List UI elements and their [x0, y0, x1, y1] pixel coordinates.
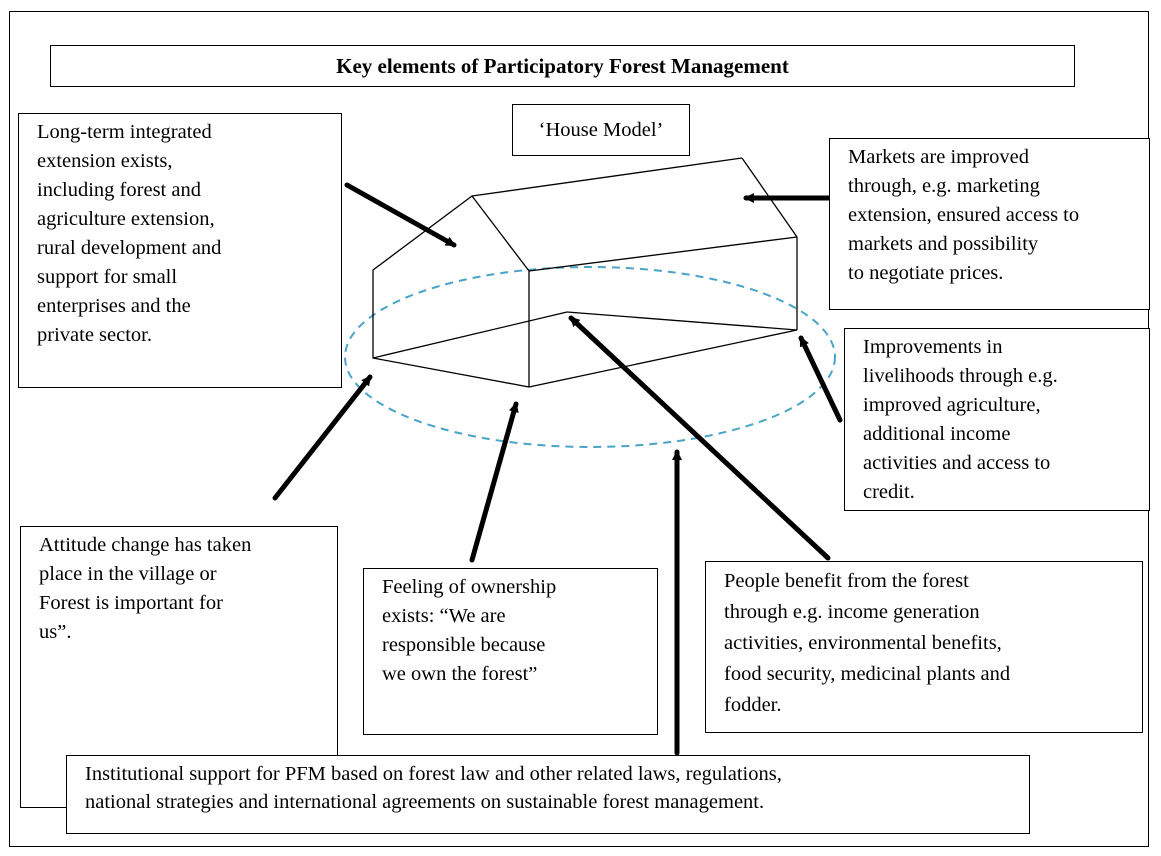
house-shape: [372, 157, 798, 388]
house-model-label: ‘House Model’: [512, 104, 690, 156]
livelihoods-box: Improvements in livelihoods through e.g.…: [844, 328, 1150, 511]
markets-box: Markets are improved through, e.g. marke…: [829, 138, 1150, 310]
ground-ellipse: [344, 266, 836, 448]
benefits-box: People benefit from the forest through e…: [705, 561, 1143, 733]
arrow-extension: [344, 182, 457, 248]
institutional-box: Institutional support for PFM based on f…: [66, 755, 1030, 834]
arrow-livelihoods: [798, 335, 843, 423]
arrow-attitude: [272, 374, 373, 501]
arrow-benefits: [568, 315, 831, 561]
diagram-title: Key elements of Participatory Forest Man…: [50, 45, 1075, 87]
arrow-ownership: [469, 401, 519, 563]
extension-box: Long-term integrated extension exists, i…: [18, 113, 342, 388]
ownership-box: Feeling of ownership exists: “We are res…: [363, 568, 658, 735]
